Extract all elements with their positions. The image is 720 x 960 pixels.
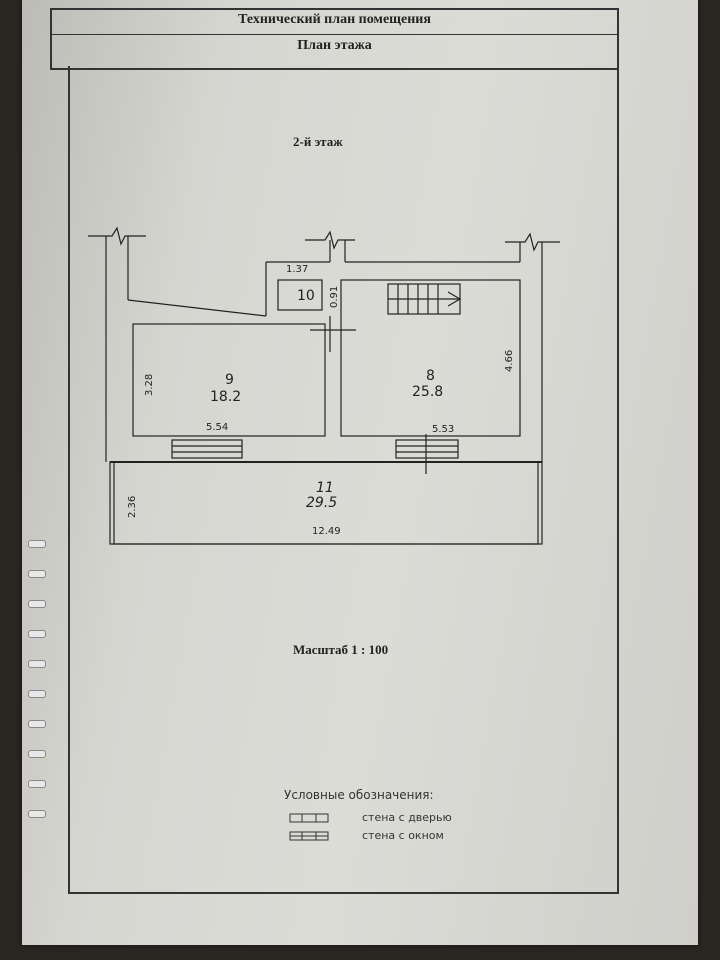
dimension-label: 12.49	[312, 526, 341, 537]
binding-ring	[28, 600, 46, 608]
drawing-frame	[68, 66, 619, 894]
window-mark	[395, 439, 459, 459]
binding-ring	[28, 570, 46, 578]
room-8-number: 8	[426, 368, 435, 384]
room-9-outline	[132, 323, 326, 437]
door-wall-symbol	[289, 813, 329, 823]
scale-label: Масштаб 1 : 100	[293, 642, 389, 657]
dimension-label: 3.28	[144, 374, 155, 396]
binding-ring	[28, 750, 46, 758]
dimension-label: 4.66	[504, 350, 515, 372]
room-8-outline	[340, 279, 521, 437]
room-11-number: 11	[316, 480, 334, 496]
dimension-label: 1.37	[286, 264, 308, 275]
binding-ring	[28, 720, 46, 728]
break-symbol	[88, 226, 146, 246]
dimension-label: 5.53	[432, 424, 454, 435]
binding-ring	[28, 780, 46, 788]
document-page	[22, 0, 698, 945]
room-10-number: 10	[297, 288, 315, 304]
binding-ring	[28, 690, 46, 698]
room-11-area: 29.5	[306, 495, 337, 511]
binding-ring	[28, 630, 46, 638]
legend-item-door: стена с дверью	[362, 811, 452, 824]
title-block: Технический план помещения План этажа	[50, 8, 619, 70]
binding-ring	[28, 540, 46, 548]
dimension-label: 5.54	[206, 422, 228, 433]
document-subtitle: План этажа	[297, 38, 372, 53]
dimension-label: 0.91	[329, 286, 340, 308]
room-9-area: 18.2	[210, 389, 241, 405]
break-symbol	[305, 230, 355, 250]
break-symbol	[505, 232, 560, 252]
room-9-number: 9	[225, 372, 234, 388]
dimension-label: 2.36	[127, 496, 138, 518]
room-8-area: 25.8	[412, 384, 443, 400]
room-10-outline	[277, 279, 323, 311]
legend-item-window: стена с окном	[362, 829, 444, 842]
wall	[127, 299, 267, 317]
window-mark	[171, 439, 243, 459]
document-title: Технический план помещения	[238, 12, 431, 27]
floor-label: 2-й этаж	[293, 134, 343, 149]
binding-ring	[28, 810, 46, 818]
binding-ring	[28, 660, 46, 668]
legend-title: Условные обозначения:	[284, 788, 434, 802]
